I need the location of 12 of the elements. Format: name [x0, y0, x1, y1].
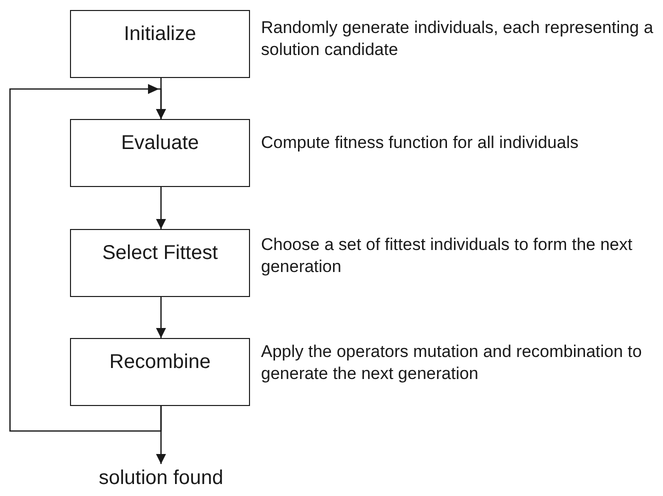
box-label: Recombine [109, 350, 211, 375]
loop-arrow [9, 84, 166, 432]
step-description: Apply the operators mutation and recombination to generate the next generation [261, 341, 643, 385]
step-description: Compute fitness function for all individuals [261, 132, 580, 154]
box-label: Select Fittest [102, 241, 218, 266]
arrow [156, 297, 166, 338]
box-label: Initialize [124, 22, 196, 47]
arrow [156, 187, 166, 229]
box-label: solution found [98, 466, 224, 490]
box-label: Evaluate [121, 131, 199, 156]
step-description: Choose a set of fittest individuals to form the next generation [261, 234, 634, 278]
step-description: Randomly generate individuals, each representing a solution candidate [261, 17, 654, 61]
